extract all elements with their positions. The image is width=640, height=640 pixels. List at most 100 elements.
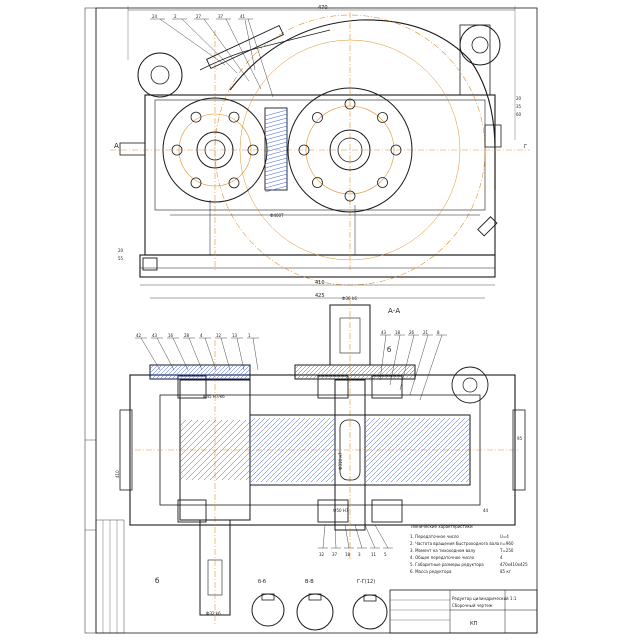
right-height-dim: 95 [517, 436, 523, 441]
hatch-line [264, 133, 288, 141]
hatch-line [149, 364, 155, 370]
svg-text:б: б [155, 577, 159, 585]
svg-text:20: 20 [516, 96, 522, 101]
leader-number: 21 [423, 330, 429, 335]
hatch-line [364, 417, 426, 479]
hatch-line [365, 417, 431, 483]
hatch-line [294, 364, 304, 374]
leader-line [252, 337, 259, 371]
code-text: КП [470, 621, 478, 627]
hatch-line [265, 417, 331, 483]
hatch-line [370, 417, 436, 483]
bolt-hole [298, 144, 310, 156]
hatch-line [264, 177, 288, 185]
leader-number: 2 [174, 14, 177, 19]
hatch-line [364, 417, 386, 439]
bolt-hole [390, 144, 402, 156]
hatch-line [405, 417, 471, 483]
hatch-line [264, 181, 288, 189]
section-title-aa: А-А [388, 307, 400, 315]
hatch-line [465, 477, 471, 483]
hatch-line [179, 419, 235, 475]
leader-number: 3 [358, 552, 361, 557]
leader-number: 8 [437, 330, 440, 335]
hatch-line [264, 145, 288, 153]
hatch-line [364, 417, 391, 444]
notes-title: Технические характеристики [409, 524, 473, 529]
leader-number: 32 [319, 552, 325, 557]
svg-text:б: б [387, 346, 391, 354]
leader-number: 5 [384, 552, 387, 557]
note-value: 85 кг [500, 569, 511, 574]
hatch-line [324, 364, 340, 380]
height-dim: 410 [115, 470, 120, 478]
hatch-line [396, 364, 412, 380]
hatch-line [364, 417, 411, 464]
hatch-line [330, 477, 336, 483]
leader-line [181, 18, 238, 74]
leader-line [159, 18, 226, 66]
hatch-line [420, 432, 471, 483]
hatch-line [390, 417, 456, 483]
section-title-bb: б-б [258, 579, 266, 585]
hatch-line [231, 364, 247, 380]
leader-line [225, 18, 262, 90]
hatch-line [187, 364, 203, 380]
hatch-line [430, 442, 471, 483]
hatch-line [179, 419, 217, 457]
note-value: T=250 [499, 548, 514, 553]
hatch-line [348, 364, 364, 380]
leader-line [220, 337, 231, 371]
svg-text:Ф32 k6: Ф32 k6 [206, 611, 221, 616]
svg-text:35: 35 [516, 104, 522, 109]
leader-line [172, 337, 189, 371]
svg-text:425: 425 [315, 293, 325, 299]
leader-line [344, 524, 350, 549]
leader-number: 13 [232, 333, 238, 338]
hatch-line [235, 364, 251, 380]
hatch-line [364, 417, 381, 434]
hatch-line [215, 445, 251, 481]
hatch-line [227, 364, 243, 380]
hatch-line [294, 364, 300, 370]
hatch-line [264, 125, 288, 133]
leader-line [399, 334, 415, 391]
hatch-line [364, 417, 371, 424]
hatch-line [400, 417, 466, 483]
leader-line [409, 334, 429, 396]
hatch-line [275, 422, 336, 483]
note-value: n=960 [500, 541, 514, 546]
note-line: 6. Масса редуктора [410, 569, 452, 574]
leader-line [188, 337, 203, 371]
note-line: 3. Момент на тихоходном валу [410, 548, 476, 553]
hatch-line [239, 469, 251, 481]
hatch-line [440, 452, 471, 483]
hatch-line [364, 417, 396, 449]
hatch-line [264, 173, 288, 181]
hatch-line [249, 417, 311, 479]
hatch-line [395, 417, 461, 483]
hatch-line [249, 417, 271, 439]
hatch-line [239, 368, 251, 380]
hatch-line [207, 364, 223, 380]
bolt-hole [344, 98, 356, 110]
section-title-vv: В-В [305, 579, 314, 585]
svg-text:Ф310 н7: Ф310 н7 [338, 452, 343, 470]
hatch-line [264, 149, 288, 157]
hatch-line [250, 417, 316, 483]
leader-number: 18 [395, 330, 401, 335]
hatch-line [280, 427, 336, 483]
bolt-hole [171, 144, 183, 156]
leader-line [247, 18, 274, 98]
hatch-line [245, 475, 251, 481]
bolt-hole [377, 177, 388, 188]
section-title-gg: Г-Г(12) [357, 579, 375, 585]
hatch-line [249, 417, 256, 424]
svg-text:Ф50 Н7: Ф50 Н7 [333, 508, 349, 513]
hatch-line [385, 417, 451, 483]
note-value: 4 [500, 555, 503, 560]
hatch-line [450, 462, 471, 483]
hatch-line [372, 364, 388, 380]
hatch-line [171, 364, 187, 380]
